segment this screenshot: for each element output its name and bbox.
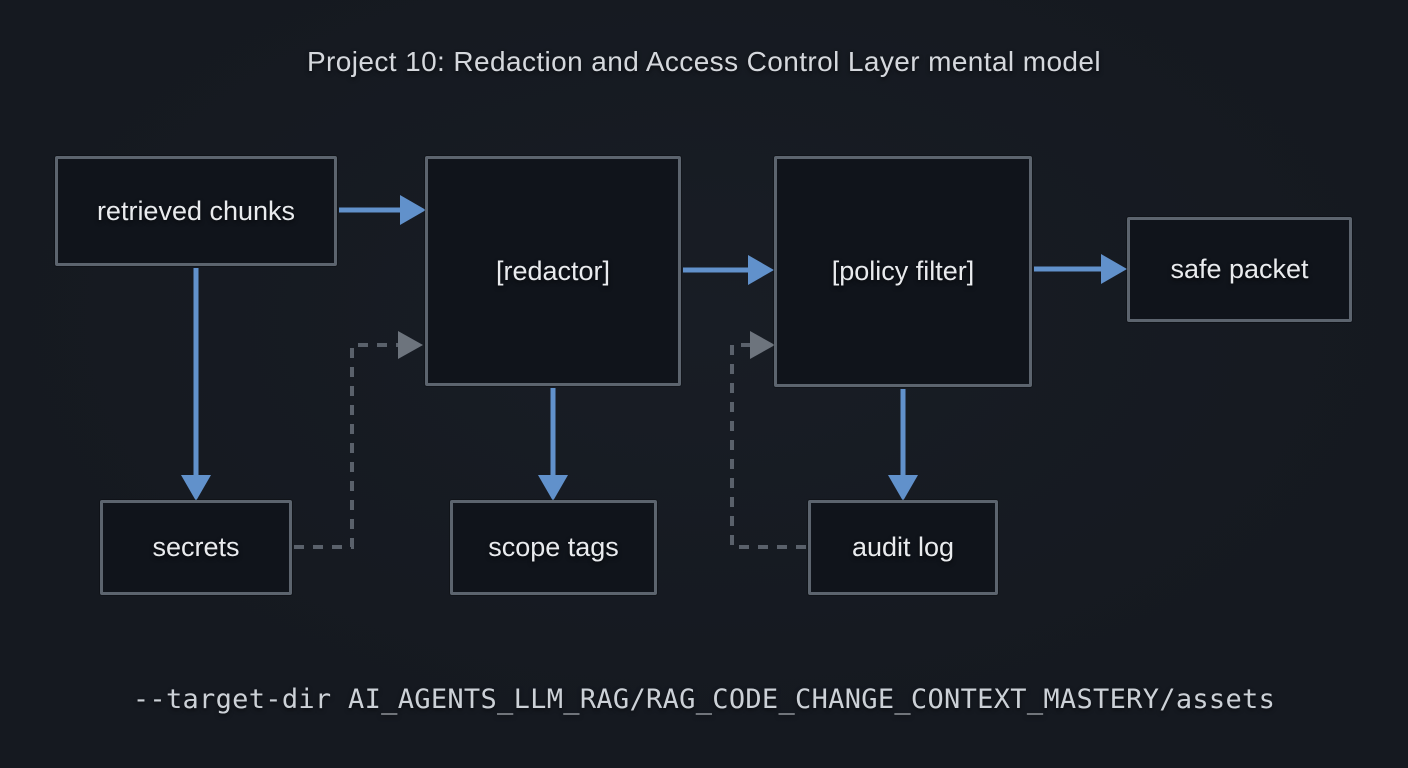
diagram-title: Project 10: Redaction and Access Control… bbox=[306, 46, 1101, 77]
node-scope-tags: scope tags bbox=[450, 500, 657, 595]
node-secrets: secrets bbox=[100, 500, 292, 595]
node-retrieved-chunks-label: retrieved chunks bbox=[96, 195, 296, 226]
node-retrieved-chunks: retrieved chunks bbox=[55, 156, 337, 266]
arrow-policy-filter-to-audit-log bbox=[888, 389, 918, 501]
target-dir-command: --target-dir AI_AGENTS_LLM_RAG/RAG_CODE_… bbox=[132, 684, 1276, 715]
node-scope-tags-label: scope tags bbox=[488, 532, 619, 562]
dashed-arrow-secrets-to-redactor bbox=[294, 331, 423, 549]
node-audit-log: audit log bbox=[808, 500, 998, 595]
node-redactor-label: [redactor] bbox=[495, 255, 611, 286]
arrow-redactor-to-scope-tags bbox=[538, 388, 568, 501]
arrow-retrieved-chunks-to-secrets bbox=[181, 268, 211, 501]
arrow-retrieved-chunks-to-redactor bbox=[339, 195, 426, 225]
arrow-policy-filter-to-safe-packet bbox=[1034, 254, 1127, 284]
node-secrets-label: secrets bbox=[152, 532, 240, 562]
node-safe-packet-label: safe packet bbox=[1170, 254, 1309, 284]
node-policy-filter-label: [policy filter] bbox=[831, 256, 975, 286]
node-safe-packet: safe packet bbox=[1127, 217, 1352, 322]
node-policy-filter: [policy filter] bbox=[774, 156, 1032, 387]
node-redactor: [redactor] bbox=[425, 156, 681, 386]
node-audit-log-label: audit log bbox=[851, 532, 955, 562]
arrow-redactor-to-policy-filter bbox=[683, 255, 774, 285]
